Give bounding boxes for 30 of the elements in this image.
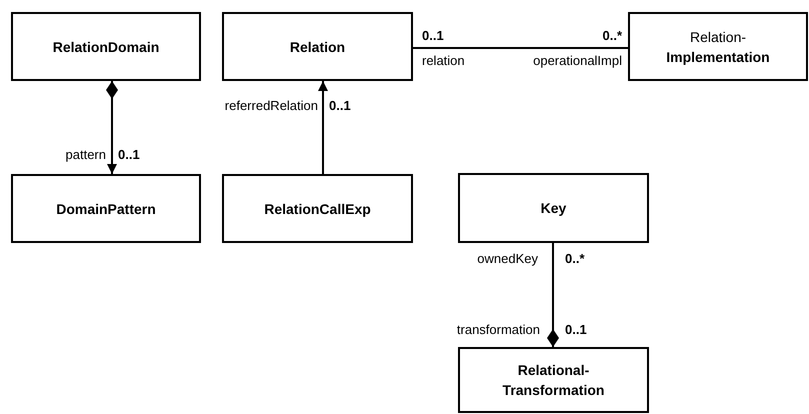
association-line	[413, 47, 628, 49]
multiplicity-label: 0..1	[329, 98, 351, 114]
role-label: operationalImpl	[533, 53, 622, 69]
class-name: Relational- Transformation	[502, 361, 606, 400]
class-name: RelationDomain	[52, 38, 160, 56]
class-box	[11, 174, 201, 243]
association-line	[318, 81, 328, 174]
class-name: Relation	[290, 38, 346, 56]
class-box	[458, 173, 649, 243]
class-name: Key	[540, 199, 566, 218]
role-label: pattern	[66, 147, 106, 163]
class-name: DomainPattern	[56, 200, 156, 218]
multiplicity-label: 0..1	[118, 147, 140, 163]
class-box	[458, 347, 649, 413]
multiplicity-label: 0..*	[602, 28, 622, 44]
class-box	[11, 12, 201, 81]
class-box	[222, 174, 413, 243]
role-label: referredRelation	[224, 98, 318, 114]
association-line	[106, 81, 118, 174]
class-box	[628, 12, 808, 81]
class-name: RelationCallExp	[264, 200, 371, 218]
role-label: relation	[422, 53, 465, 69]
multiplicity-label: 0..*	[565, 251, 585, 267]
role-label: ownedKey	[477, 251, 538, 267]
multiplicity-label: 0..1	[422, 28, 444, 44]
role-label: transformation	[456, 322, 540, 338]
multiplicity-label: 0..1	[565, 322, 587, 338]
class-box	[222, 12, 413, 81]
association-line	[547, 243, 559, 347]
class-name: Relation- Implementation	[665, 28, 771, 66]
